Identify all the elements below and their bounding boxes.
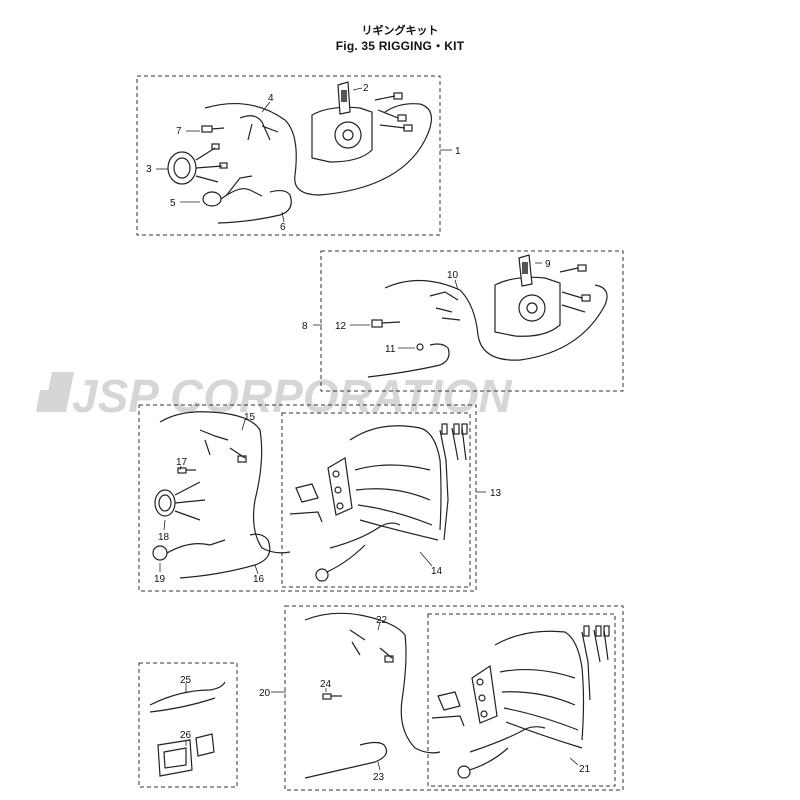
figure-title-japanese: リギングキット [361,24,439,37]
group-box-14 [281,412,471,588]
callout-21: 21 [579,764,591,775]
watermark: JSP CORPORATION [36,370,512,422]
callout-26: 26 [180,730,192,741]
callout-1: 1 [455,146,461,157]
rigging-assembly-1 [167,81,432,224]
callout-12: 12 [335,321,347,332]
callout-9: 9 [545,259,551,270]
callout-11: 11 [385,344,396,355]
callout-20: 20 [259,688,271,699]
callout-3: 3 [146,164,152,175]
callout-22: 22 [376,615,388,626]
group-box-21 [427,613,616,787]
callout-7: 7 [176,126,182,137]
callout-13: 13 [490,488,502,499]
rigging-assembly-13 [152,411,468,582]
group-box-20 [284,605,624,791]
group-box-8 [320,250,624,392]
callout-16: 16 [253,574,265,585]
callout-17: 17 [176,457,188,468]
callout-14: 14 [431,566,443,577]
callout-18: 18 [158,532,170,543]
callout-10: 10 [447,270,459,281]
callout-25: 25 [180,675,192,686]
callout-4: 4 [268,93,274,104]
callout-6: 6 [280,222,286,233]
group-box-13 [138,404,477,592]
figure-title: Fig. 35 RIGGING・KIT [335,39,465,53]
watermark-text: JSP CORPORATION [72,370,512,422]
callout-15: 15 [244,412,256,423]
callout-24: 24 [320,679,332,690]
callout-2: 2 [363,83,369,94]
callout-19: 19 [154,574,166,585]
rigging-assembly-25-26 [149,681,226,777]
group-box-25-26 [138,662,238,788]
callout-23: 23 [373,772,385,783]
callout-5: 5 [170,198,176,209]
callout-labels: 2 4 1 7 3 5 6 9 10 8 12 11 15 17 13 18 1… [146,83,591,783]
rigging-assembly-20 [304,612,610,779]
callout-8: 8 [302,321,308,332]
rigging-assembly-8 [367,254,608,378]
